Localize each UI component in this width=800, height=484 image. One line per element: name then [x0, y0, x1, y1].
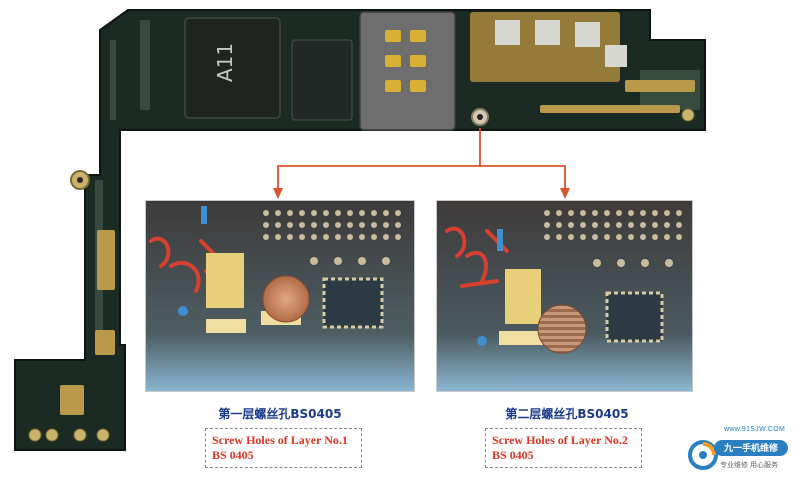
caption-en-line2-layer-2: BS 0405 [492, 448, 534, 462]
caption-en-box-layer-1: Screw Holes of Layer No.1 BS 0405 [205, 428, 362, 468]
watermark-logo: www.91SJW.COM 九一手机维修 专业维修 用心服务 [688, 420, 796, 478]
swirl-logo-icon [688, 440, 718, 470]
watermark-brand: 九一手机维修 [714, 440, 788, 456]
caption-en-box-layer-2: Screw Holes of Layer No.2 BS 0405 [485, 428, 642, 468]
caption-cn-layer-1: 第一层螺丝孔BS0405 [218, 407, 342, 421]
watermark-url: www.91SJW.COM [724, 426, 786, 433]
caption-en-line1-layer-2: Screw Holes of Layer No.2 [492, 433, 628, 447]
caption-cn-layer-2: 第二层螺丝孔BS0405 [505, 407, 629, 421]
microscope-photo-layer-1 [145, 200, 415, 392]
layer-1-photo-art [146, 201, 414, 391]
watermark-slogan: 专业维修 用心服务 [720, 462, 778, 469]
caption-en-line1-layer-1: Screw Holes of Layer No.1 [212, 433, 348, 447]
soc-label: A11 [213, 42, 237, 82]
caption-en-line2-layer-1: BS 0405 [212, 448, 254, 462]
microscope-photo-layer-2 [436, 200, 693, 392]
layer-2-photo-art [437, 201, 692, 391]
